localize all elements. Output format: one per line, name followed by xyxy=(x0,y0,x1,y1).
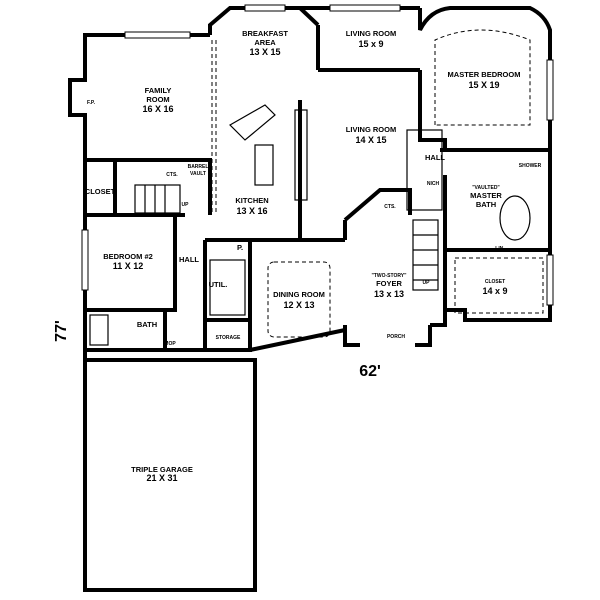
garage-label: TRIPLE GARAGE xyxy=(131,465,193,474)
family-size: 16 X 16 xyxy=(142,104,173,114)
linen-label: LIN. xyxy=(495,246,505,252)
mop-label: MOP xyxy=(164,341,176,347)
windows xyxy=(81,4,554,306)
width-dimension: 62' xyxy=(359,363,381,380)
storage-label: STORAGE xyxy=(216,335,241,341)
niche-label: NICH xyxy=(427,181,440,187)
closet-master-label: CLOSET xyxy=(485,279,505,285)
master-bedroom-size: 15 X 19 xyxy=(468,80,499,90)
master-bedroom-label: MASTER BEDROOM xyxy=(448,70,521,79)
kitchen-size: 13 X 16 xyxy=(236,206,267,216)
pantry-label: P. xyxy=(237,243,243,252)
garage-size: 21 X 31 xyxy=(146,473,177,483)
fireplace-label: F.P. xyxy=(87,100,96,106)
dashed-outlines xyxy=(89,29,544,346)
dining-label: DINING ROOM xyxy=(273,290,325,299)
family-label: FAMILY xyxy=(145,86,172,95)
bedroom2-size: 11 X 12 xyxy=(113,261,144,271)
barrel-vault-label: BARREL xyxy=(188,164,209,170)
up-left-label: UP xyxy=(182,202,190,208)
hall-right-label: HALL xyxy=(425,153,445,162)
closet-left-label: CLOSET xyxy=(85,187,116,196)
master-bath-label-2: BATH xyxy=(476,200,496,209)
breakfast-label-2: AREA xyxy=(254,38,276,47)
stairs xyxy=(134,184,439,291)
closet-master-size: 14 x 9 xyxy=(482,286,507,296)
foyer-size: 13 x 13 xyxy=(374,289,404,299)
breakfast-size: 13 X 15 xyxy=(249,47,280,57)
living-small-label: LIVING ROOM xyxy=(346,29,396,38)
util-label: UTIL. xyxy=(209,280,228,289)
cts-left-label: CTS. xyxy=(166,172,178,178)
porch-label: PORCH xyxy=(387,334,405,340)
shower-label: SHOWER xyxy=(519,163,542,169)
cts-foyer-label: CTS. xyxy=(384,204,396,210)
living-large-size: 14 X 15 xyxy=(355,135,386,145)
depth-dimension: 77' xyxy=(53,320,70,342)
hall-left-label: HALL xyxy=(179,255,199,264)
bedroom2-label: BEDROOM #2 xyxy=(103,252,153,261)
foyer-note: "TWO-STORY" xyxy=(371,273,407,279)
foyer-label: FOYER xyxy=(376,279,402,288)
living-small-size: 15 x 9 xyxy=(358,39,383,49)
interior-walls xyxy=(85,25,550,350)
living-large-label: LIVING ROOM xyxy=(346,125,396,134)
master-bath-label: MASTER xyxy=(470,191,502,200)
bath-label: BATH xyxy=(137,320,157,329)
up-foyer-label: UP xyxy=(423,280,431,286)
dining-size: 12 X 13 xyxy=(283,300,314,310)
exterior-walls xyxy=(68,6,552,592)
family-label-2: ROOM xyxy=(146,95,169,104)
barrel-vault-label-2: VAULT xyxy=(190,171,206,177)
kitchen-label: KITCHEN xyxy=(235,196,268,205)
master-bath-note: "VAULTED" xyxy=(472,185,500,191)
breakfast-label: BREAKFAST xyxy=(242,29,288,38)
